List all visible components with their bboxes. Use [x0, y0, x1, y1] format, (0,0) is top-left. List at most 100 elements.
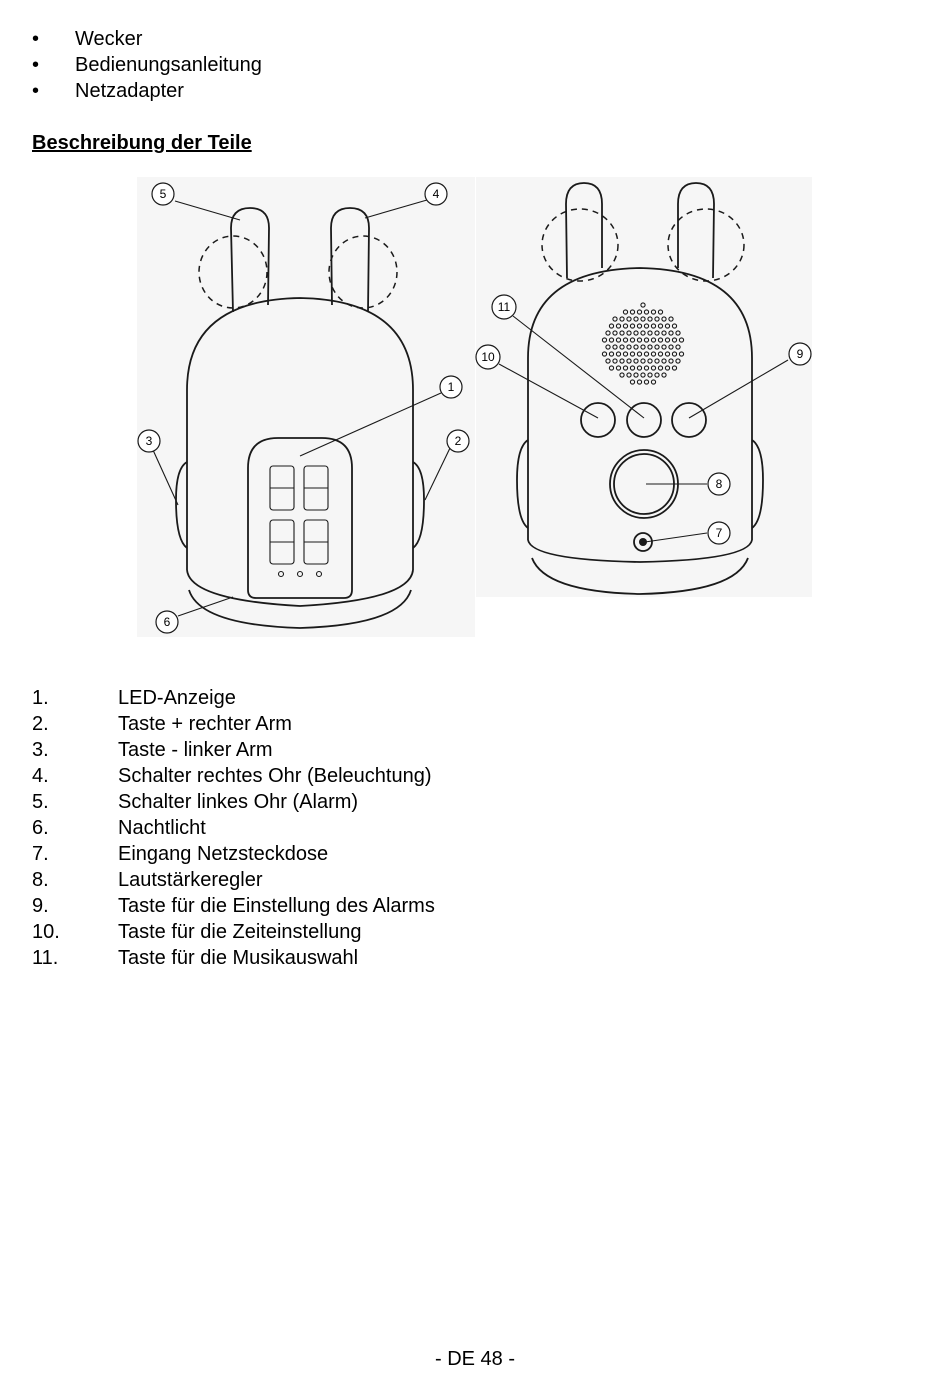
grille-hole: [608, 323, 615, 329]
section-heading: Beschreibung der Teile: [32, 132, 252, 154]
back-right-ear-dashed: [667, 208, 745, 282]
callout-3-label: 3: [146, 434, 153, 448]
grille-hole: [643, 337, 650, 343]
bullet-marker: •: [32, 28, 40, 50]
part-number: 3.: [32, 739, 49, 761]
seven-segment-digits: [269, 465, 329, 578]
grille-hole: [657, 351, 664, 357]
callout-5: 5: [151, 182, 175, 206]
back-right-ear: [677, 182, 715, 279]
grille-hole: [671, 365, 678, 371]
list-item-text: Wecker: [75, 28, 143, 50]
grille-hole: [615, 365, 622, 371]
grille-hole: [654, 372, 660, 378]
grille-hole: [664, 323, 671, 329]
front-body-bottom: [186, 569, 414, 607]
grille-hole: [608, 365, 615, 371]
grille-hole: [671, 351, 678, 357]
grille-hole: [650, 365, 657, 371]
grille-hole: [640, 358, 646, 364]
grille-hole: [629, 365, 636, 371]
grille-hole: [626, 344, 632, 350]
callout-6: 6: [155, 610, 179, 634]
grille-hole: [640, 302, 646, 308]
grille-hole: [636, 323, 643, 329]
grille-hole: [650, 337, 657, 343]
night-light-base: [188, 589, 412, 629]
part-number: 7.: [32, 843, 49, 865]
front-body: [186, 297, 414, 570]
grille-hole: [615, 351, 622, 357]
grille-hole: [668, 344, 674, 350]
music-select-button: [626, 402, 662, 438]
grille-hole: [619, 330, 625, 336]
grille-hole: [668, 316, 674, 322]
callout-5-label: 5: [160, 187, 167, 201]
grille-hole: [605, 330, 611, 336]
grille-hole: [629, 337, 636, 343]
grille-hole: [640, 316, 646, 322]
grille-hole: [615, 323, 622, 329]
grille-hole: [657, 323, 664, 329]
part-label: Lautstärkeregler: [118, 869, 263, 891]
callout-7-label: 7: [716, 526, 723, 540]
list-item-text: Netzadapter: [75, 80, 184, 102]
grille-hole: [619, 372, 625, 378]
right-arm: [412, 461, 425, 549]
callout-8: 8: [707, 472, 731, 496]
callout-10-label: 10: [481, 350, 495, 364]
grille-hole: [608, 351, 615, 357]
grille-hole: [654, 330, 660, 336]
part-number: 11.: [32, 947, 59, 969]
callout-1-label: 1: [448, 380, 455, 394]
grille-hole: [650, 323, 657, 329]
back-right-arm: [751, 439, 764, 529]
grille-hole: [664, 337, 671, 343]
part-number: 1.: [32, 687, 49, 709]
part-number: 6.: [32, 817, 49, 839]
part-label: Eingang Netzsteckdose: [118, 843, 329, 865]
grille-hole: [678, 351, 685, 357]
grille-hole: [619, 358, 625, 364]
grille-hole: [647, 316, 653, 322]
grille-hole: [633, 330, 639, 336]
grille-hole: [661, 372, 667, 378]
front-view-panel: [137, 177, 475, 637]
right-ear-switch-area: [328, 235, 398, 309]
part-number: 2.: [32, 713, 49, 735]
grille-hole: [622, 365, 629, 371]
part-label: LED-Anzeige: [118, 687, 236, 709]
grille-hole: [647, 344, 653, 350]
grille-hole: [675, 344, 681, 350]
page-number: - DE 48 -: [434, 1348, 516, 1370]
grille-hole: [601, 351, 608, 357]
grille-hole: [661, 358, 667, 364]
grille-hole: [654, 358, 660, 364]
callout-11: 11: [491, 294, 517, 320]
back-left-ear-dashed: [541, 208, 619, 282]
power-input-jack-center: [639, 538, 647, 546]
right-ear: [330, 207, 370, 313]
part-label: Taste + rechter Arm: [118, 713, 292, 735]
grille-hole: [661, 344, 667, 350]
list-item-text: Bedienungsanleitung: [75, 54, 262, 76]
grille-hole: [633, 372, 639, 378]
grille-hole: [650, 379, 657, 385]
grille-hole: [668, 358, 674, 364]
bullet-marker: •: [32, 80, 40, 102]
grille-hole: [636, 351, 643, 357]
back-body-bottom: [527, 539, 753, 563]
callout-8-label: 8: [716, 477, 723, 491]
part-label: Taste - linker Arm: [118, 739, 273, 761]
grille-hole: [629, 351, 636, 357]
grille-hole: [640, 344, 646, 350]
grille-hole: [626, 316, 632, 322]
grille-hole: [643, 309, 650, 315]
part-number: 8.: [32, 869, 49, 891]
grille-hole: [605, 344, 611, 350]
grille-hole: [647, 330, 653, 336]
grille-hole: [650, 351, 657, 357]
back-base: [531, 557, 749, 595]
callout-4-label: 4: [433, 187, 440, 201]
callout-1: 1: [439, 375, 463, 399]
